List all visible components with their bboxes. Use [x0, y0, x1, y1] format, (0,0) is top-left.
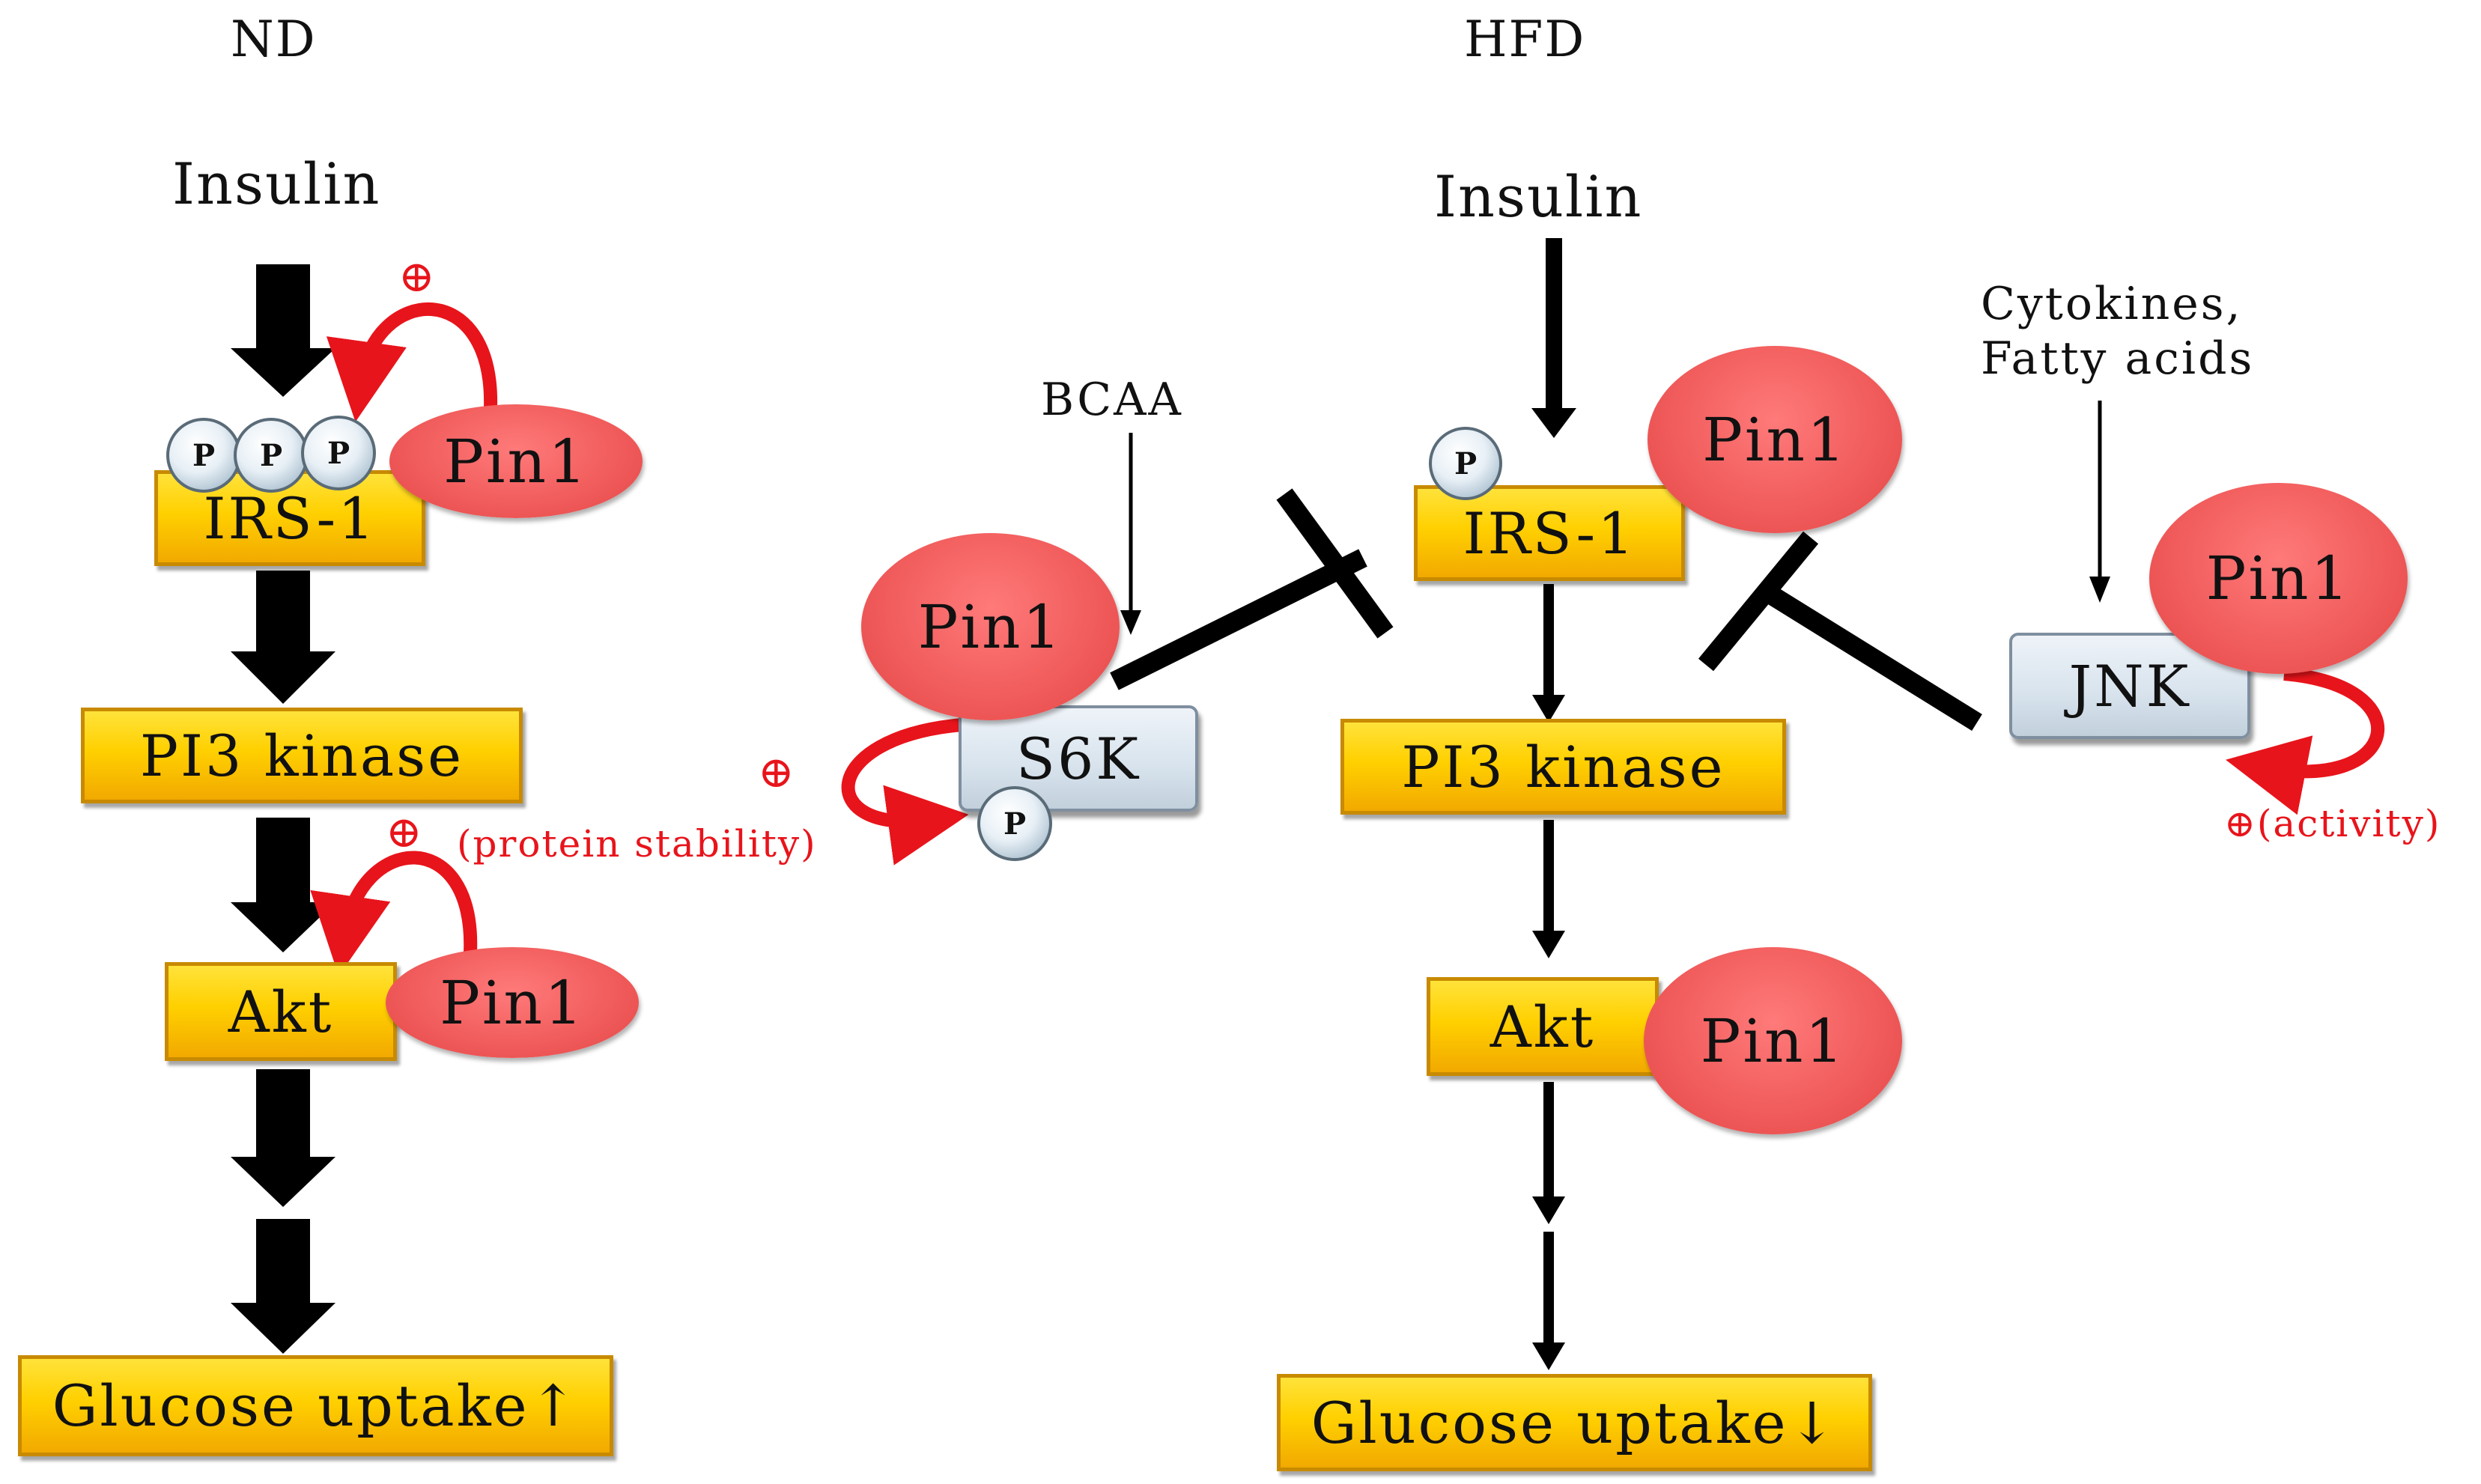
hfd-arrowhead-akt-to-glucose-2 — [1532, 1342, 1565, 1370]
hfd-arrowhead-insulin-to-irs1 — [1531, 408, 1576, 438]
nd-header: ND — [231, 10, 317, 68]
hfd-pi3k-box: PI3 kinase — [1340, 719, 1786, 815]
s6k-inhibits-irs1-line — [1110, 549, 1367, 690]
hfd-header: HFD — [1464, 10, 1586, 68]
jnk-inhibits-irs1-line — [1761, 583, 1982, 732]
bcaa-label: BCAA — [1041, 374, 1183, 426]
pin1-jnk: Pin1 — [2149, 483, 2408, 674]
s6k-box: S6K — [959, 705, 1198, 812]
cytokines-label-line1: Cytokines, — [1981, 278, 2243, 330]
nd-protein-stability-note: (protein stability) — [457, 822, 817, 866]
hfd-pin1-irs1: Pin1 — [1648, 346, 1902, 533]
hfd-arrowhead-akt-to-glucose-1 — [1532, 1196, 1565, 1224]
hfd-akt-box: Akt — [1427, 977, 1659, 1076]
pin1-s6k: Pin1 — [861, 533, 1120, 720]
nd-phospho-circle-3: P — [301, 416, 376, 490]
nd-phospho-circle-2: P — [234, 418, 309, 493]
cytokines-to-jnk-arrowhead — [2089, 577, 2110, 603]
nd-akt-box: Akt — [165, 962, 397, 1061]
nd-pi3k-box: PI3 kinase — [81, 708, 523, 803]
jnk-box: JNK — [2009, 633, 2250, 739]
nd-arrow-akt-to-glucose-1 — [231, 1069, 335, 1207]
hfd-irs1-phospho-circle: P — [1429, 427, 1502, 500]
s6k-phospho-circle: P — [977, 786, 1052, 861]
jnk-activity-note: ⊕(activity) — [2224, 802, 2441, 845]
nd-insulin-label: Insulin — [172, 150, 381, 217]
pin1-s6k-activation-arrow — [841, 718, 969, 866]
nd-pin1-akt-activation-arrow — [310, 851, 478, 976]
nd-pin1-irs1-activation-arrow — [326, 302, 498, 422]
hfd-glucose-uptake-box: Glucose uptake↓ — [1277, 1374, 1872, 1471]
nd-arrow-akt-to-glucose-2 — [231, 1219, 335, 1354]
nd-pin1-irs1: Pin1 — [389, 404, 643, 518]
nd-pin1-akt: Pin1 — [386, 947, 639, 1058]
hfd-arrowhead-pi3k-to-akt — [1532, 931, 1565, 958]
cytokines-label-line2: Fatty acids — [1981, 332, 2255, 385]
nd-arrow-pi3k-to-akt — [231, 818, 335, 952]
nd-glucose-uptake-box: Glucose uptake↑ — [18, 1355, 613, 1456]
nd-plus-irs1: ⊕ — [398, 251, 435, 302]
nd-phospho-circle-1: P — [166, 418, 241, 493]
bcaa-to-s6k-arrowhead — [1120, 610, 1141, 635]
jnk-inhibits-irs1-bar — [1698, 531, 1819, 672]
hfd-irs1-box: IRS-1 — [1414, 485, 1685, 581]
s6k-plus: ⊕ — [758, 746, 795, 797]
nd-arrow-irs1-to-pi3k — [231, 571, 335, 704]
hfd-pin1-akt: Pin1 — [1644, 947, 1902, 1134]
nd-arrow-insulin-to-irs1 — [231, 264, 335, 397]
pin1-jnk-activation-arrow — [2225, 667, 2385, 815]
nd-plus-akt: ⊕ — [386, 806, 422, 857]
hfd-arrowhead-irs1-to-pi3k — [1532, 695, 1565, 723]
hfd-insulin-label: Insulin — [1434, 163, 1643, 230]
s6k-inhibits-irs1-bar — [1276, 488, 1394, 639]
